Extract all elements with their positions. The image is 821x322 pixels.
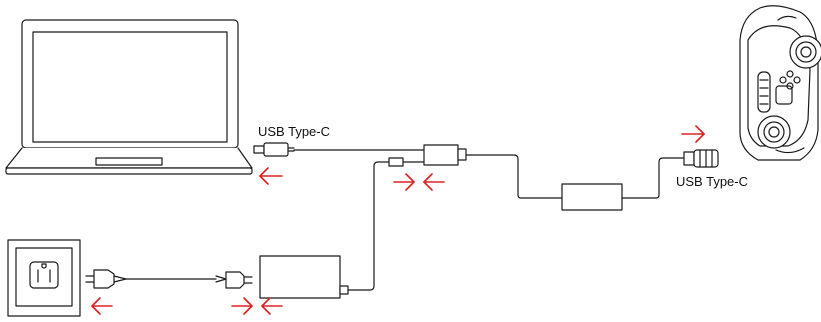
laptop-icon xyxy=(5,19,253,175)
game-controller-icon xyxy=(739,5,821,161)
red-arrow-icon xyxy=(231,297,253,315)
power-adapter-icon xyxy=(259,255,341,299)
red-arrow-icon xyxy=(91,297,113,315)
cable-module-to-usb xyxy=(621,157,685,199)
red-arrow-icon xyxy=(423,173,445,191)
red-arrow-icon xyxy=(259,167,283,185)
red-arrow-icon xyxy=(261,297,283,315)
dc-barrel-connector-icon xyxy=(388,144,467,167)
power-plug-icon xyxy=(215,271,253,289)
power-plug-icon xyxy=(85,269,127,289)
inline-module-icon xyxy=(561,183,623,211)
adapter-plug xyxy=(339,285,349,295)
red-arrow-icon xyxy=(393,173,415,191)
usb-c-connector-icon xyxy=(683,149,719,168)
usb-c-connector-icon xyxy=(253,142,295,157)
cable-connector-to-module xyxy=(465,154,563,199)
wall-outlet-icon xyxy=(7,239,81,317)
usb-type-c-label-left: USB Type-C xyxy=(258,124,331,139)
usb-type-c-label-right: USB Type-C xyxy=(676,174,749,189)
red-arrow-icon xyxy=(681,125,705,143)
cable-adapter-to-connector xyxy=(339,161,390,291)
